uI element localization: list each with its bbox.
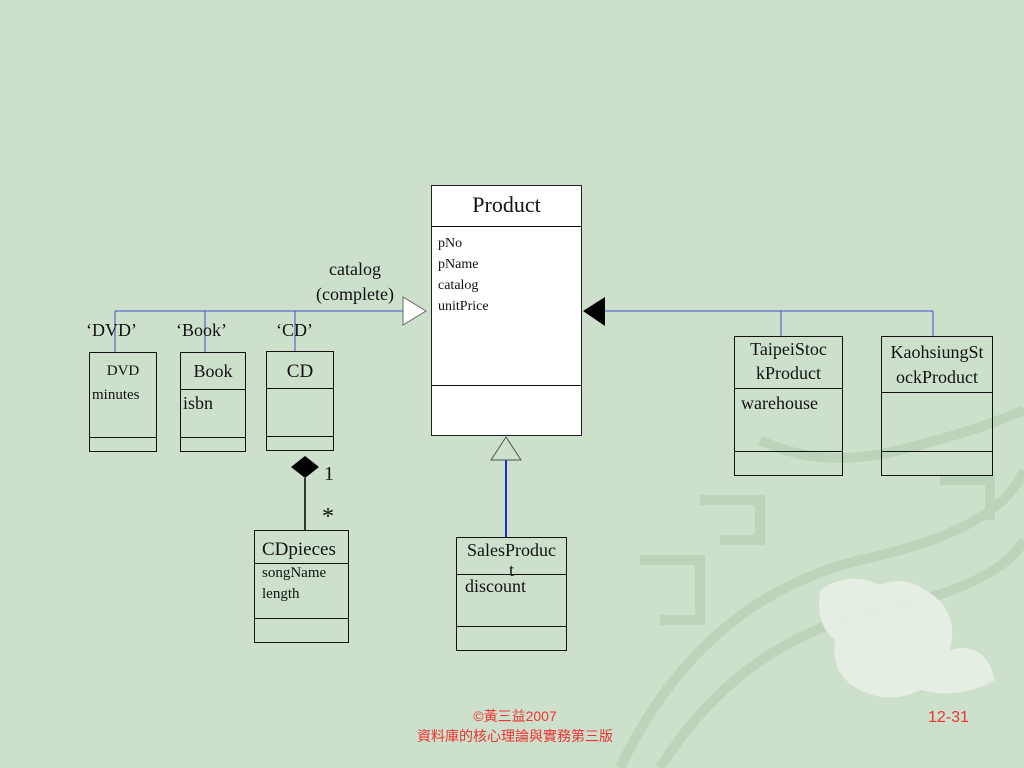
discriminator-book: ‘Book’ [176,320,227,340]
multiplicity-many: * [322,504,334,530]
taipei-title-line2: kProduct [756,363,821,383]
discriminator-dvd: ‘DVD’ [86,320,137,340]
dragon-emblem-icon [819,578,995,698]
dvd-title: DVD [106,363,140,379]
book-attr-isbn: isbn [183,393,214,413]
book-title: Book [193,361,233,381]
page-number: 12-31 [928,709,969,726]
hollow-triangle-up-icon [490,436,522,461]
salesproduct-attr-discount: discount [465,576,526,596]
multiplicity-one: 1 [324,463,334,485]
book-class: Book isbn [180,352,246,452]
kaohsiungstockproduct-class: KaohsiungSt ockProduct [881,336,993,476]
cdpieces-attr-length: length [262,586,300,602]
filled-triangle-arrow-icon [583,297,605,326]
cd-class: CD [266,351,334,451]
cdpieces-title: CDpieces [262,539,336,560]
footer-book-title: 資料庫的核心理論與實務第三版 [417,728,613,744]
cdpieces-class: CDpieces songName length [254,530,349,643]
kaohsiung-title-line1: KaohsiungSt [890,342,984,362]
taipei-attr-warehouse: warehouse [741,393,818,413]
cdpieces-attr-songname: songName [262,565,327,581]
dvd-attr-minutes: minutes [92,387,140,403]
hollow-triangle-arrow-icon [402,296,427,326]
dvd-class: DVD minutes [89,352,157,452]
taipei-title-line1: TaipeiStoc [750,339,827,359]
product-attr-catalog: catalog [438,278,479,293]
catalog-label: catalog [329,259,381,279]
salesproduct-title-line1: SalesProduc [467,540,556,560]
product-class: Product pNo pName catalog unitPrice [431,185,582,436]
product-attr-unitprice: unitPrice [438,299,489,314]
taipeistockproduct-class: TaipeiStoc kProduct warehouse [734,336,843,476]
complete-label: (complete) [316,284,394,304]
product-attr-pname: pName [438,257,479,272]
product-attr-pno: pNo [438,236,463,251]
footer-copyright: ©黃三益2007 [473,708,557,724]
discriminator-cd: ‘CD’ [276,320,313,340]
cd-title: CD [286,361,314,382]
composition-diamond-icon [291,456,319,478]
salesproduct-class: SalesProduc t discount [456,537,567,651]
product-title: Product [472,192,541,217]
salesproduct-title-line2: t [508,560,514,580]
kaohsiung-title-line2: ockProduct [896,367,978,387]
